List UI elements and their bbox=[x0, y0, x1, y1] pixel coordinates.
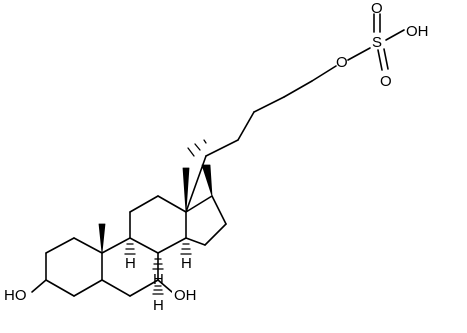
c7-oh-bond bbox=[157, 279, 173, 293]
ring-b bbox=[101, 237, 159, 297]
sulfonic-hydroxyl-label: OH bbox=[406, 23, 429, 40]
c10-methyl-wedge bbox=[98, 223, 106, 254]
ring-c bbox=[129, 195, 187, 254]
hydroxyl-3-label: HO bbox=[4, 287, 27, 304]
c13-methyl-wedge bbox=[182, 167, 190, 213]
hydrogen-c8-label: H bbox=[153, 271, 164, 288]
sulfonyl-oxygen-bottom-label: O bbox=[380, 73, 392, 90]
ring-a bbox=[45, 237, 103, 297]
sulfur-label: S bbox=[372, 34, 382, 51]
sulfate-group bbox=[311, 13, 405, 82]
stereo-bonds bbox=[98, 139, 213, 295]
sulfonyl-oxygen-top-label: O bbox=[371, 0, 383, 17]
side-chain bbox=[185, 80, 313, 213]
hydroxyl-7-label: OH bbox=[174, 287, 197, 304]
hydrogen-c8-lower-label: H bbox=[153, 297, 164, 314]
c3-oh-bond bbox=[31, 279, 47, 293]
ester-oxygen-label: O bbox=[336, 54, 348, 71]
h-c14-hash bbox=[180, 243, 192, 255]
h-c8-lower-hash bbox=[152, 285, 164, 295]
c17-wedge bbox=[201, 164, 213, 197]
ring-d bbox=[185, 195, 227, 246]
h-c8-hash bbox=[152, 258, 164, 270]
c20-methyl-hash bbox=[187, 139, 207, 157]
hydrogen-c9-label: H bbox=[125, 255, 136, 272]
hydrogen-c14-label: H bbox=[181, 255, 192, 272]
h-c9-hash bbox=[124, 243, 136, 255]
